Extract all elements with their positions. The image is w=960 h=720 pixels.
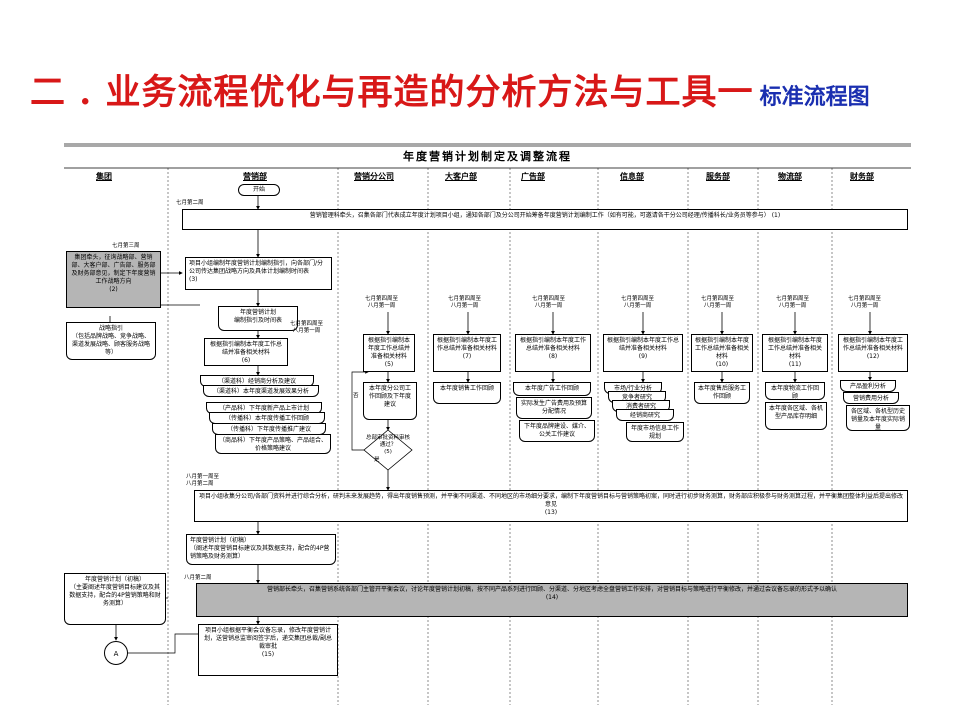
time-label-july-w3: 七月第三周 [112, 243, 140, 249]
marketing-doc: （渠道科）本年度渠道发展效果分析 [203, 385, 319, 397]
step-9-box: 根据指引编制本年度工作总结并准备相关材料 (9) [603, 334, 683, 372]
branch-review-doc: 本年度分公司工作回顾及下年度建议 [363, 382, 417, 420]
lane-header-marketing: 营销部 [243, 172, 267, 181]
logistics-doc: 本年度物流工作回顾 [765, 382, 825, 400]
information-doc: 经销商研究 [616, 409, 674, 421]
lane-header-logistics: 物流部 [778, 172, 802, 181]
time-label-july-w2: 七月第二周 [176, 200, 204, 206]
lane-header-information: 信息部 [620, 172, 644, 181]
time-label-lane-4: 七月第四周至 八月第一周 [448, 296, 482, 309]
time-label-lane-5: 七月第四周至 八月第一周 [532, 296, 566, 309]
lane-header-branch: 营销分公司 [354, 172, 394, 181]
draft-plan-doc: 年度营销计划（初稿） （阐述年度营销目标建议及其数据支持，配合的4P营销策略及财… [186, 534, 336, 565]
step-1-box: 营销管理科牵头，召集各部门代表成立年度计划项目小组，通知各部门及分公司开始筹备年… [182, 209, 908, 230]
slide-title-sub: 标准流程图 [759, 84, 870, 110]
lane-header-key-account: 大客户部 [445, 172, 477, 181]
time-label-lane-9: 七月第四周至 八月第一周 [848, 296, 882, 309]
time-label-lane-6: 七月第四周至 八月第一周 [621, 296, 655, 309]
strategy-guide-doc: 战略指引 （包括品牌战略、竞争战略、渠道发展战略、顾客服务战略等） [66, 322, 156, 360]
information-doc: 年度市场信息工作规划 [626, 422, 684, 442]
header-rule [64, 143, 911, 147]
lane-header-advertising: 广告部 [521, 172, 545, 181]
logistics-doc: 本年度各区域、各机型产品库存明细 [765, 402, 827, 430]
time-label-lane-3: 七月第四周至 八月第一周 [365, 296, 399, 309]
time-label-aug-w2: 八月第二周 [184, 575, 212, 581]
step-12-box: 根据指引编制本年度工作总结并准备相关材料 (12) [838, 334, 908, 372]
flowchart-title: 年度营销计划制定及调整流程 [403, 150, 572, 163]
lane-header-service: 服务部 [706, 172, 730, 181]
step-7-box: 根据指引编制本年度工作总结并准备相关材料 (7) [433, 334, 501, 372]
start-node: 开始 [238, 184, 280, 196]
lane-header-finance: 财务部 [850, 172, 874, 181]
review-decision-diamond [363, 429, 413, 471]
finance-doc: 各区域、各机型历史销量及本年度实际销量 [846, 405, 910, 431]
step-6-box: 根据指引编制本年度工作总结并准备相关材料 (6) [204, 338, 288, 366]
group-draft-plan-doc: 年度营销计划（初稿） （主要阐述年度营销目标建议及其数据支持，配合的4P营销策略… [64, 573, 166, 625]
planning-guide-doc: 年度营销计划 编制指引及时间表 [218, 306, 298, 331]
finance-doc: 产品盈利分析 [840, 380, 896, 392]
lane-header-group: 集团 [96, 172, 112, 181]
step-3-box: 项目小组编制年度营销计划编制指引，向各部门/分公司传达集团战略方向及具体计划编制… [185, 257, 332, 290]
slide-title-main: 二 . 业务流程优化与再造的分析方法与工具一 [30, 72, 754, 113]
step-2-box: 集团牵头，征询战略部、营销部、大客户部、广告部、服务部及财务部意见，制定下年度营… [66, 251, 161, 308]
step-13-box: 项目小组收集分公司/各部门资料并进行综合分析，研判未来发展趋势，得出年度销售预测… [194, 490, 908, 522]
time-label-branch: 七月第四周至 八月第一周 [290, 321, 324, 334]
step-11-box: 根据指引编制本年度工作总结并准备相关材料 (11) [762, 334, 828, 372]
step-8-box: 根据指引编制本年度工作总结并准备相关材料 (8) [515, 334, 591, 372]
advertising-doc: 下年度品牌建设、媒介、公关工作建议 [519, 420, 595, 442]
finance-doc: 营销费用分析 [843, 392, 899, 404]
review-decision-label: 总部审批资料审核通过？ (5) [366, 435, 411, 455]
time-label-aug-w1-w2: 八月第一周至 八月第二周 [186, 474, 220, 487]
no-label: 否 [353, 393, 359, 399]
step-5-box: 根据指引编制本年度工作总结并准备相关材料 (5) [363, 334, 415, 372]
service-doc: 本年度售后服务工作回顾 [694, 382, 750, 404]
time-label-lane-7: 七月第四周至 八月第一周 [701, 296, 735, 309]
advertising-doc: 实际发生广告费用及预算分配情况 [516, 397, 592, 419]
time-label-lane-8: 七月第四周至 八月第一周 [776, 296, 810, 309]
advertising-doc: 本年度广告工作回顾 [513, 382, 591, 396]
step-15-box: 项目小组根据平衡会议备忘录，修改年度营销计划，送营销总监审阅签字后，递交集团总裁… [198, 624, 338, 676]
marketing-doc: （商品科）下年度产品策略、产品组合、价格策略建议 [215, 434, 331, 454]
step-14-box: 营销部长牵头，召集营销系统各部门主管开平衡会议，讨论年度营销计划初稿，按不同产品… [196, 583, 908, 617]
yes-label: 是 [374, 457, 380, 463]
slide-title: 二 . 业务流程优化与再造的分析方法与工具一标准流程图 [30, 64, 870, 115]
connector-a: A [104, 641, 128, 665]
step-10-box: 根据指引编制本年度工作总结并准备相关材料 (10) [691, 334, 753, 372]
key-account-doc: 本年度销售工作回顾 [433, 382, 501, 404]
